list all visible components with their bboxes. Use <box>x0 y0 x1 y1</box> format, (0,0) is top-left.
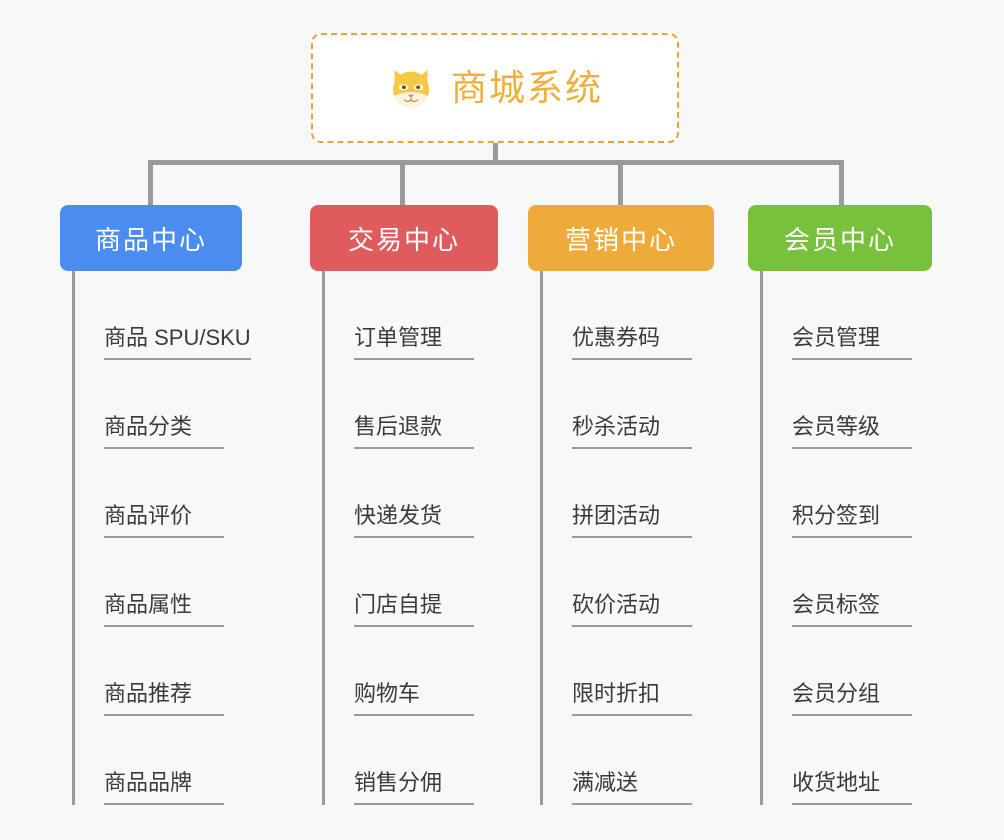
connector-horizontal-bus <box>148 160 844 165</box>
leaf-label: 订单管理 <box>354 327 474 360</box>
root-node[interactable]: 商城系统 <box>311 33 679 143</box>
leaf-item[interactable]: 会员分组 <box>748 627 948 716</box>
leaf-label: 商品品牌 <box>104 772 224 805</box>
root-title: 商城系统 <box>450 67 603 108</box>
branch-member-center: 会员中心 会员管理 会员等级 积分签到 会员标签 会员分组 收货地址 <box>748 205 948 805</box>
leaf-item[interactable]: 商品属性 <box>60 538 290 627</box>
leaf-item[interactable]: 商品分类 <box>60 360 290 449</box>
leaf-list-marketing-center: 优惠券码 秒杀活动 拼团活动 砍价活动 限时折扣 满减送 <box>528 271 728 805</box>
leaf-item[interactable]: 商品推荐 <box>60 627 290 716</box>
leaf-item[interactable]: 限时折扣 <box>528 627 728 716</box>
leaf-label: 会员分组 <box>792 683 912 716</box>
connector-drop-1 <box>148 160 153 205</box>
leaf-item[interactable]: 商品 SPU/SKU <box>60 271 290 360</box>
leaf-item[interactable]: 订单管理 <box>310 271 510 360</box>
leaf-label: 商品 SPU/SKU <box>104 327 251 360</box>
leaf-item[interactable]: 积分签到 <box>748 449 948 538</box>
leaf-list-trade-center: 订单管理 售后退款 快递发货 门店自提 购物车 销售分佣 <box>310 271 510 805</box>
branch-header-label: 会员中心 <box>783 224 896 255</box>
leaf-label: 会员等级 <box>792 416 912 449</box>
leaf-label: 满减送 <box>572 772 692 805</box>
leaf-label: 商品评价 <box>104 505 224 538</box>
leaf-item[interactable]: 销售分佣 <box>310 716 510 805</box>
leaf-label: 商品推荐 <box>104 683 224 716</box>
branch-header-label: 交易中心 <box>347 224 460 255</box>
branch-header-member-center[interactable]: 会员中心 <box>748 205 932 271</box>
leaf-item[interactable]: 门店自提 <box>310 538 510 627</box>
leaf-label: 收货地址 <box>792 772 912 805</box>
leaf-item[interactable]: 满减送 <box>528 716 728 805</box>
connector-root-stem <box>493 143 498 163</box>
leaf-label: 商品分类 <box>104 416 224 449</box>
leaf-item[interactable]: 秒杀活动 <box>528 360 728 449</box>
leaf-label: 销售分佣 <box>354 772 474 805</box>
leaf-list-member-center: 会员管理 会员等级 积分签到 会员标签 会员分组 收货地址 <box>748 271 948 805</box>
leaf-label: 会员标签 <box>792 594 912 627</box>
branch-header-trade-center[interactable]: 交易中心 <box>310 205 498 271</box>
leaf-label: 砍价活动 <box>572 594 692 627</box>
leaf-item[interactable]: 商品评价 <box>60 449 290 538</box>
leaf-item[interactable]: 售后退款 <box>310 360 510 449</box>
leaf-item[interactable]: 收货地址 <box>748 716 948 805</box>
leaf-label: 快递发货 <box>354 505 474 538</box>
leaf-list-product-center: 商品 SPU/SKU 商品分类 商品评价 商品属性 商品推荐 商品品牌 <box>60 271 290 805</box>
branch-header-label: 商品中心 <box>94 224 207 255</box>
branch-rail <box>540 271 543 805</box>
leaf-label: 限时折扣 <box>572 683 692 716</box>
branch-header-marketing-center[interactable]: 营销中心 <box>528 205 714 271</box>
leaf-item[interactable]: 快递发货 <box>310 449 510 538</box>
leaf-label: 会员管理 <box>792 327 912 360</box>
branch-header-label: 营销中心 <box>564 224 677 255</box>
leaf-label: 商品属性 <box>104 594 224 627</box>
leaf-label: 优惠券码 <box>572 327 692 360</box>
branch-marketing-center: 营销中心 优惠券码 秒杀活动 拼团活动 砍价活动 限时折扣 满减送 <box>528 205 728 805</box>
leaf-item[interactable]: 会员管理 <box>748 271 948 360</box>
branch-rail <box>322 271 325 805</box>
leaf-label: 门店自提 <box>354 594 474 627</box>
leaf-label: 购物车 <box>354 683 474 716</box>
leaf-label: 售后退款 <box>354 416 474 449</box>
branch-product-center: 商品中心 商品 SPU/SKU 商品分类 商品评价 商品属性 商品推荐 商品品牌 <box>60 205 290 805</box>
leaf-label: 秒杀活动 <box>572 416 692 449</box>
branch-rail <box>72 271 75 805</box>
connector-drop-4 <box>839 160 844 205</box>
leaf-label: 积分签到 <box>792 505 912 538</box>
dog-face-icon <box>392 70 429 108</box>
connector-drop-3 <box>618 160 623 205</box>
leaf-item[interactable]: 购物车 <box>310 627 510 716</box>
leaf-item[interactable]: 商品品牌 <box>60 716 290 805</box>
leaf-label: 拼团活动 <box>572 505 692 538</box>
leaf-item[interactable]: 会员等级 <box>748 360 948 449</box>
branch-trade-center: 交易中心 订单管理 售后退款 快递发货 门店自提 购物车 销售分佣 <box>310 205 510 805</box>
leaf-item[interactable]: 砍价活动 <box>528 538 728 627</box>
branch-rail <box>760 271 763 805</box>
branch-header-product-center[interactable]: 商品中心 <box>60 205 242 271</box>
leaf-item[interactable]: 拼团活动 <box>528 449 728 538</box>
leaf-item[interactable]: 优惠券码 <box>528 271 728 360</box>
connector-drop-2 <box>400 160 405 205</box>
leaf-item[interactable]: 会员标签 <box>748 538 948 627</box>
